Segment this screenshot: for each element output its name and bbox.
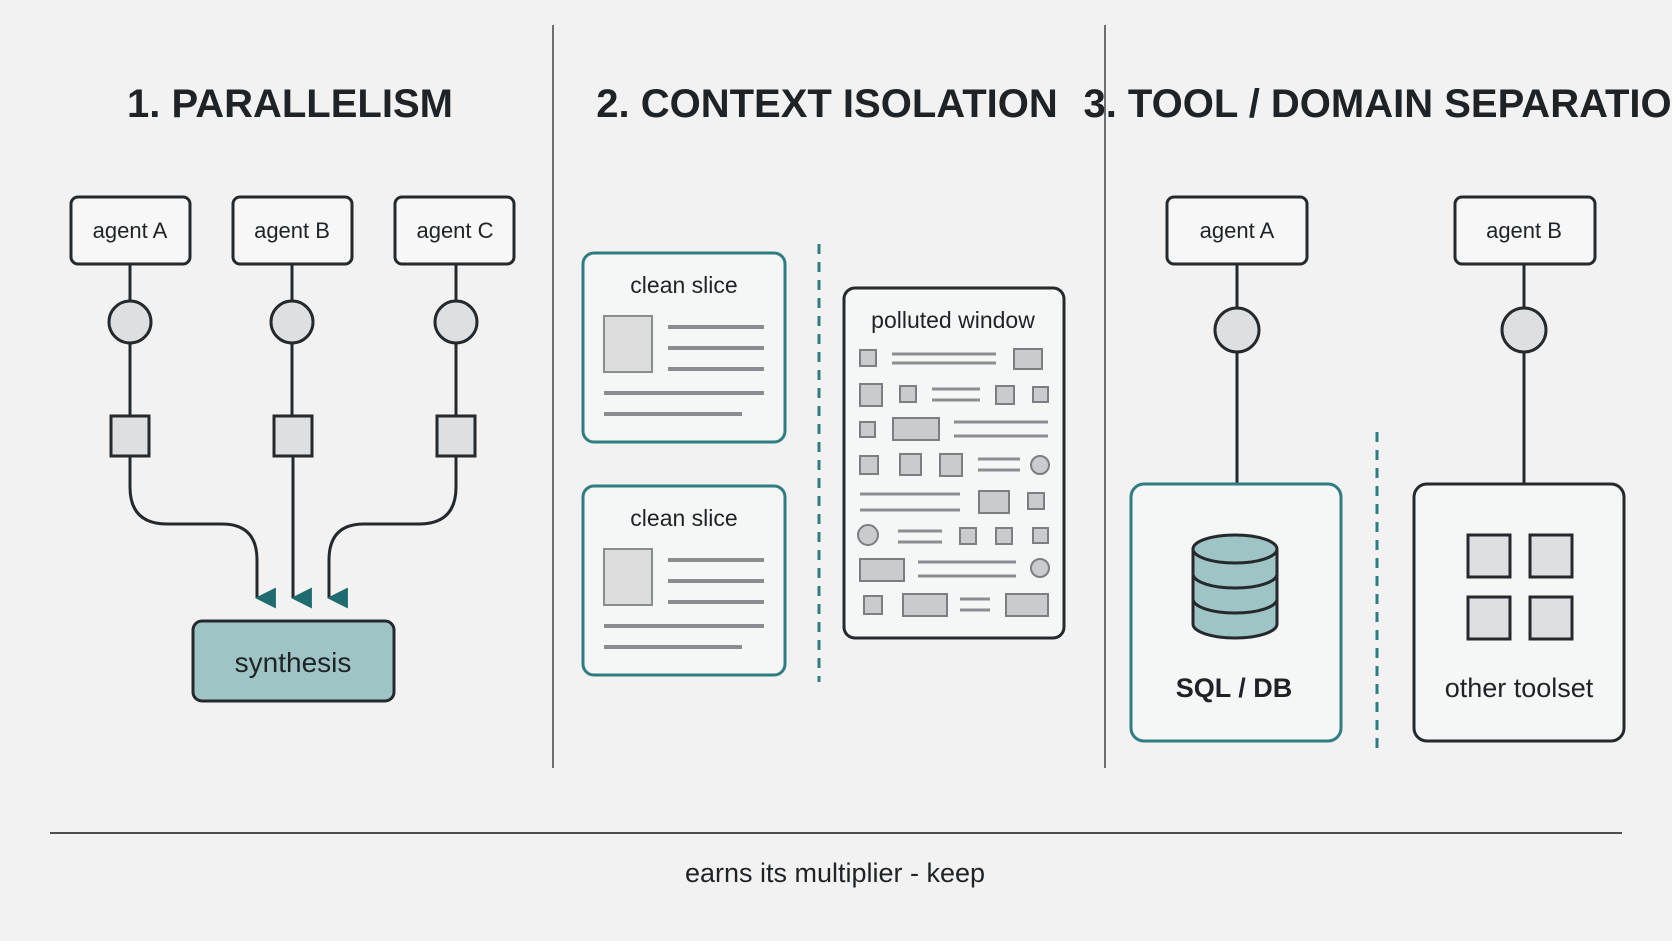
tool-agent-connectors (1235, 264, 1526, 484)
polluted-window-label: polluted window (871, 307, 1035, 333)
polluted-clutter (857, 348, 1050, 617)
synthesis-node: synthesis (191, 619, 396, 703)
synthesis-label: synthesis (235, 647, 352, 678)
agent-connectors (128, 264, 458, 416)
parallelism-panel: 1. PARALLELISM agent A agent B agent C (69, 82, 516, 703)
clean-slice-bottom-label: clean slice (630, 505, 737, 531)
grid-apps-icon (1466, 533, 1574, 641)
footer-caption: earns its multiplier - keep (685, 858, 985, 888)
merge-arrow-c (326, 456, 458, 609)
tool-agent-b-circle (1500, 306, 1548, 354)
agent-b-step-circle (269, 299, 315, 345)
agent-a-label: agent A (93, 218, 168, 243)
clean-slice-top-card: clean slice (581, 251, 787, 444)
clean-slice-bottom-card: clean slice (581, 484, 787, 677)
polluted-text-lines (860, 352, 1048, 612)
agent-c-step-circle (433, 299, 479, 345)
tool-agent-a-circle (1213, 306, 1261, 354)
agent-c-step-square (435, 414, 477, 458)
context-isolation-title: 2. CONTEXT ISOLATION (596, 82, 1058, 126)
agent-a-step-square (109, 414, 151, 458)
polluted-window-card: polluted window (842, 286, 1066, 640)
tool-agent-a-node: agent A (1165, 195, 1309, 266)
sql-db-card: SQL / DB (1129, 482, 1343, 743)
merge-arrow-a (128, 456, 276, 609)
agent-a-node: agent A (69, 195, 192, 266)
clean-slice-top-label: clean slice (630, 272, 737, 298)
tool-separation-title: 3. TOOL / DOMAIN SEPARATION (1083, 82, 1672, 126)
context-isolation-panel: 2. CONTEXT ISOLATION clean slice clean s… (581, 82, 1066, 682)
parallelism-title: 1. PARALLELISM (127, 82, 453, 126)
other-toolset-label: other toolset (1445, 673, 1594, 703)
database-icon (1191, 533, 1279, 640)
agent-c-node: agent C (393, 195, 516, 266)
agent-b-node: agent B (231, 195, 354, 266)
agent-a-step-circle (107, 299, 153, 345)
clean-slice-top-text-lines (604, 325, 764, 416)
tool-agent-b-node: agent B (1453, 195, 1597, 266)
tool-agent-b-label: agent B (1486, 218, 1562, 243)
agent-b-label: agent B (254, 218, 330, 243)
agent-b-step-square (272, 414, 314, 458)
clean-slice-bottom-thumbnail (603, 548, 653, 606)
tool-separation-panel: 3. TOOL / DOMAIN SEPARATION agent A agen… (1083, 82, 1672, 752)
clean-slice-bottom-text-lines (604, 558, 764, 649)
merge-arrows (128, 456, 458, 609)
other-toolset-card: other toolset (1412, 482, 1626, 743)
tool-agent-a-label: agent A (1200, 218, 1275, 243)
clean-slice-top-thumbnail (603, 315, 653, 373)
sql-db-label: SQL / DB (1176, 673, 1293, 703)
agent-c-label: agent C (416, 218, 493, 243)
